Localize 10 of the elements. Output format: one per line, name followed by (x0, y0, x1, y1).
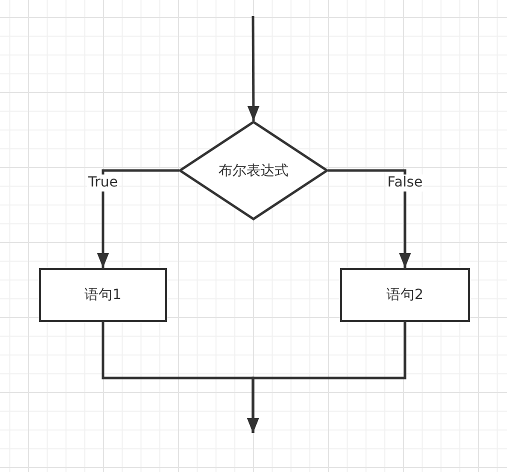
arrow (97, 169, 179, 268)
edge-label: False (386, 174, 424, 192)
arrow (247, 322, 406, 433)
statement-box: 语句2 (340, 268, 470, 322)
arrow (328, 169, 411, 268)
arrow (247, 16, 260, 121)
condition-text: 布尔表达式 (218, 162, 288, 180)
decision-diamond (179, 121, 328, 220)
edge-label: True (87, 174, 119, 192)
statement-box: 语句1 (39, 268, 167, 322)
